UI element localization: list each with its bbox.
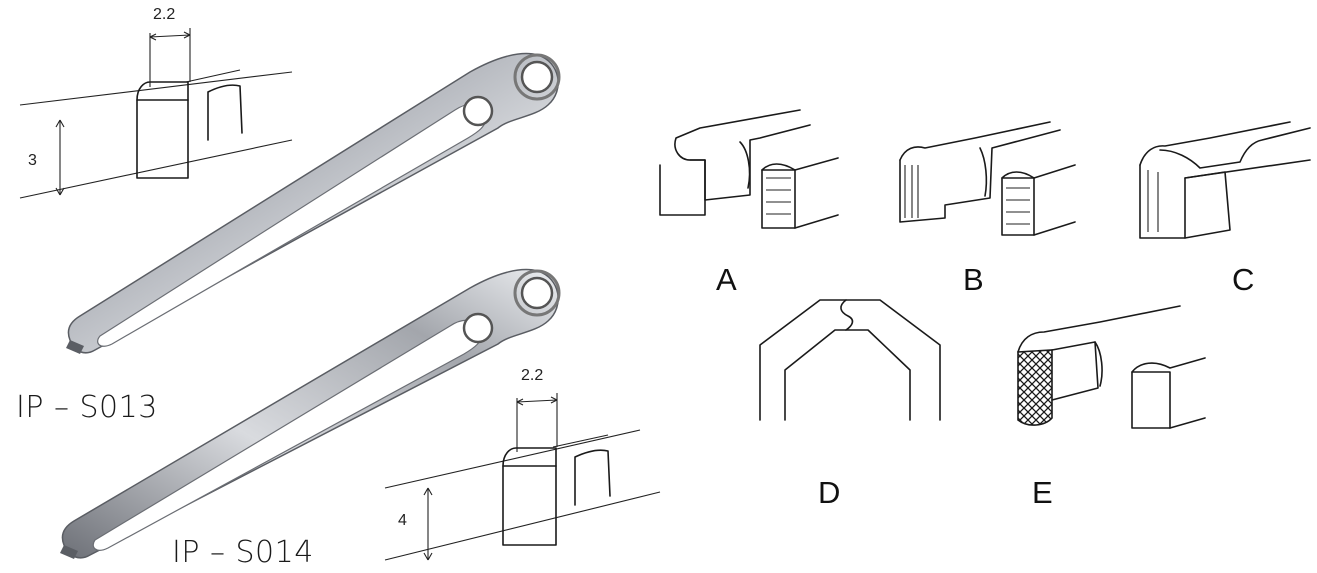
model-label-s014: IP – S014 bbox=[172, 535, 314, 570]
jaw-diagram-b bbox=[899, 121, 1076, 236]
jaw-label-a: A bbox=[716, 262, 737, 297]
model-label-s013: IP – S013 bbox=[16, 390, 158, 425]
tip-height-label-s013: 3 bbox=[28, 152, 37, 169]
tip-width-label-s014: 2.2 bbox=[521, 367, 544, 384]
jaw-label-e: E bbox=[1032, 475, 1053, 510]
jaw-diagram-d bbox=[759, 299, 941, 421]
jaw-label-b: B bbox=[963, 262, 984, 297]
jaw-label-d: D bbox=[818, 475, 841, 510]
tip-height-label-s014: 4 bbox=[398, 512, 407, 529]
jaw-diagram-e bbox=[1017, 305, 1206, 429]
jaw-diagram-a bbox=[659, 109, 839, 229]
tip-detail-s014 bbox=[384, 393, 661, 561]
tweezer-s013 bbox=[66, 52, 561, 354]
tip-detail-s013 bbox=[19, 28, 293, 199]
tweezer-s014 bbox=[60, 268, 561, 559]
jaw-label-c: C bbox=[1232, 262, 1255, 297]
tip-width-label-s013: 2.2 bbox=[153, 6, 176, 23]
jaw-diagram-c bbox=[1139, 121, 1311, 239]
